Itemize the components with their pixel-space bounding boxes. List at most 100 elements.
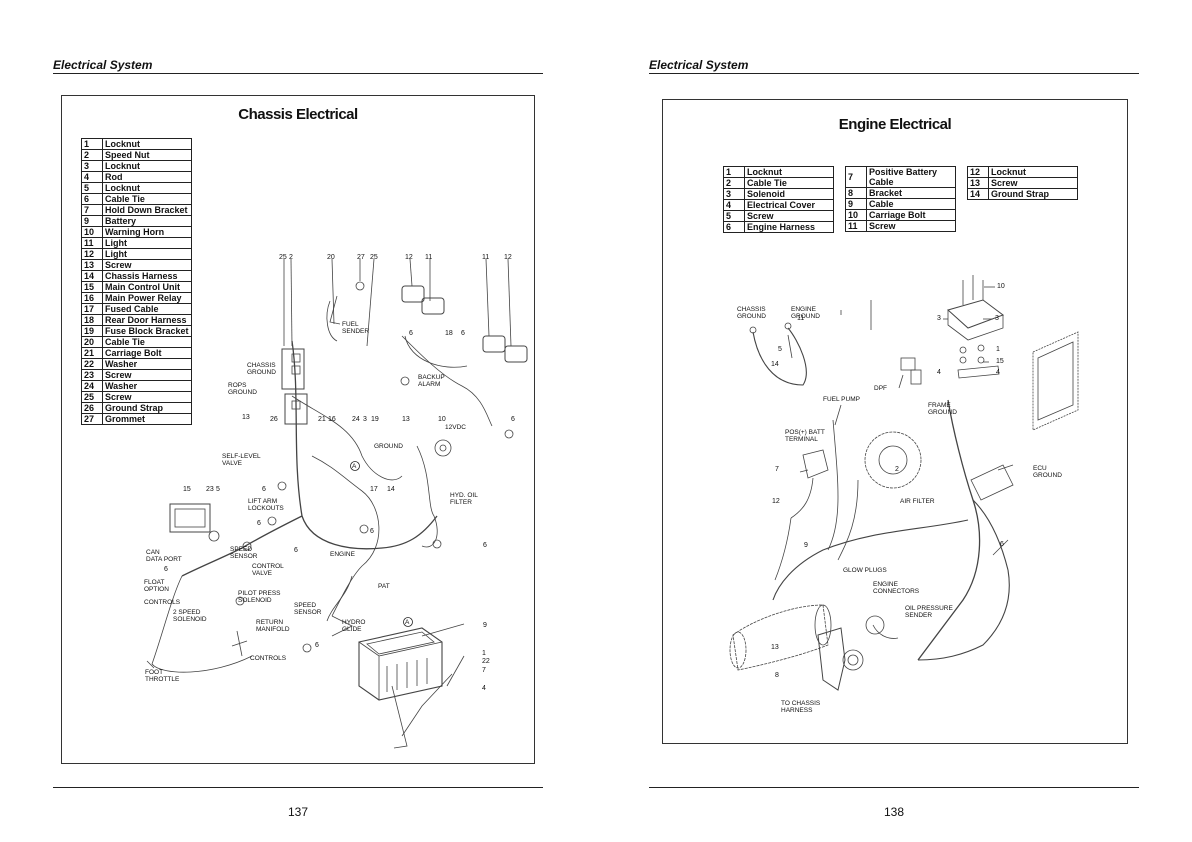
callout-1: 1 [996, 346, 1000, 353]
engine-diagram-title: Engine Electrical [838, 116, 952, 133]
label-air-filter: AIR FILTER [900, 498, 935, 505]
callout-27: 27 [357, 254, 365, 261]
callout-26: 26 [270, 416, 278, 423]
right-header-rule [649, 73, 1139, 74]
callout-8: 8 [775, 672, 779, 679]
callout-13a: 13 [242, 414, 250, 421]
label-fuel-pump: FUEL PUMP [823, 396, 860, 403]
callout-25: 25 [279, 254, 287, 261]
callout-6e: 6 [257, 520, 261, 527]
callout-10: 10 [997, 283, 1005, 290]
part-name: Positive Battery Cable [866, 166, 956, 188]
callout-6h: 6 [483, 542, 487, 549]
label-ecu-ground: ECU GROUND [1033, 465, 1062, 479]
label-callout-a-lower: A [405, 619, 410, 626]
label-2-speed-solenoid: 2 SPEED SOLENOID [173, 609, 207, 623]
label-oil-pressure-sender: OIL PRESSURE SENDER [905, 605, 953, 619]
callout-12b: 12 [504, 254, 512, 261]
callout-5: 5 [778, 346, 782, 353]
label-chassis-ground: CHASSIS GROUND [247, 362, 276, 376]
label-control-valve: CONTROL VALVE [252, 563, 284, 577]
part-name: Grommet [102, 413, 192, 425]
callout-2: 2 [289, 254, 293, 261]
label-frame-ground: FRAME GROUND [928, 402, 957, 416]
label-to-chassis-harness: TO CHASSIS HARNESS [781, 700, 821, 714]
callout-4: 4 [482, 685, 486, 692]
callout-19: 19 [371, 416, 379, 423]
callout-23: 23 [206, 486, 214, 493]
callout-22: 22 [482, 658, 490, 665]
label-ground: GROUND [374, 443, 403, 450]
callout-6d: 6 [262, 486, 266, 493]
callout-6j: 6 [315, 642, 319, 649]
right-page-header: Electrical System [649, 58, 749, 72]
chassis-wiring-drawing [146, 258, 528, 749]
left-page-header: Electrical System [53, 58, 153, 72]
callout-17: 17 [370, 486, 378, 493]
callout-3b: 3 [995, 315, 999, 322]
callout-3a: 3 [937, 315, 941, 322]
engine-wiring-drawing [729, 275, 1079, 691]
label-12vdc: 12VDC [445, 424, 466, 431]
label-float-option: FLOAT OPTION [144, 579, 169, 593]
label-hydro-glide: HYDRO GLIDE [342, 619, 366, 633]
callout-6c: 6 [511, 416, 515, 423]
callout-20: 20 [327, 254, 335, 261]
callout-18: 18 [445, 330, 453, 337]
chassis-diagram-title: Chassis Electrical [238, 106, 358, 123]
label-backup-alarm: BACKUP ALARM [418, 374, 445, 388]
label-glow-plugs: GLOW PLUGS [843, 567, 887, 574]
label-controls-1: CONTROLS [144, 599, 181, 606]
part-name: Screw [866, 220, 956, 232]
callout-9: 9 [804, 542, 808, 549]
left-header-rule [53, 73, 543, 74]
label-dpf: DPF [874, 385, 887, 392]
label-can-data-port: CAN DATA PORT [146, 549, 182, 563]
callout-11a: 11 [425, 254, 433, 261]
callout-6a: 6 [409, 330, 413, 337]
label-engine: ENGINE [330, 551, 355, 558]
callout-12: 12 [772, 498, 780, 505]
callout-6g: 6 [294, 547, 298, 554]
callout-13: 13 [771, 644, 779, 651]
callout-2: 2 [895, 466, 899, 473]
callout-11: 11 [797, 315, 805, 322]
callout-a-lower [403, 617, 413, 627]
callout-12a: 12 [405, 254, 413, 261]
callout-4a: 4 [937, 369, 941, 376]
part-number: 27 [81, 413, 103, 425]
callout-7: 7 [775, 466, 779, 473]
part-name: Ground Strap [988, 188, 1078, 200]
label-engine-ground: ENGINE GROUND [791, 306, 820, 320]
label-speed-sensor-1: SPEED SENSOR [230, 546, 258, 560]
callout-10: 10 [438, 416, 446, 423]
callout-15: 15 [996, 358, 1004, 365]
callout-7: 7 [482, 667, 486, 674]
label-chassis-ground: CHASSIS GROUND [737, 306, 766, 320]
label-callout-a-upper: A [352, 463, 357, 470]
callout-14: 14 [771, 361, 779, 368]
callout-15: 15 [183, 486, 191, 493]
callout-4b: 4 [996, 369, 1000, 376]
label-hyd-oil-filter: HYD. OIL FILTER [450, 492, 478, 506]
left-page-number: 137 [287, 805, 309, 819]
callout-21: 21 [318, 416, 326, 423]
callout-5: 5 [216, 486, 220, 493]
